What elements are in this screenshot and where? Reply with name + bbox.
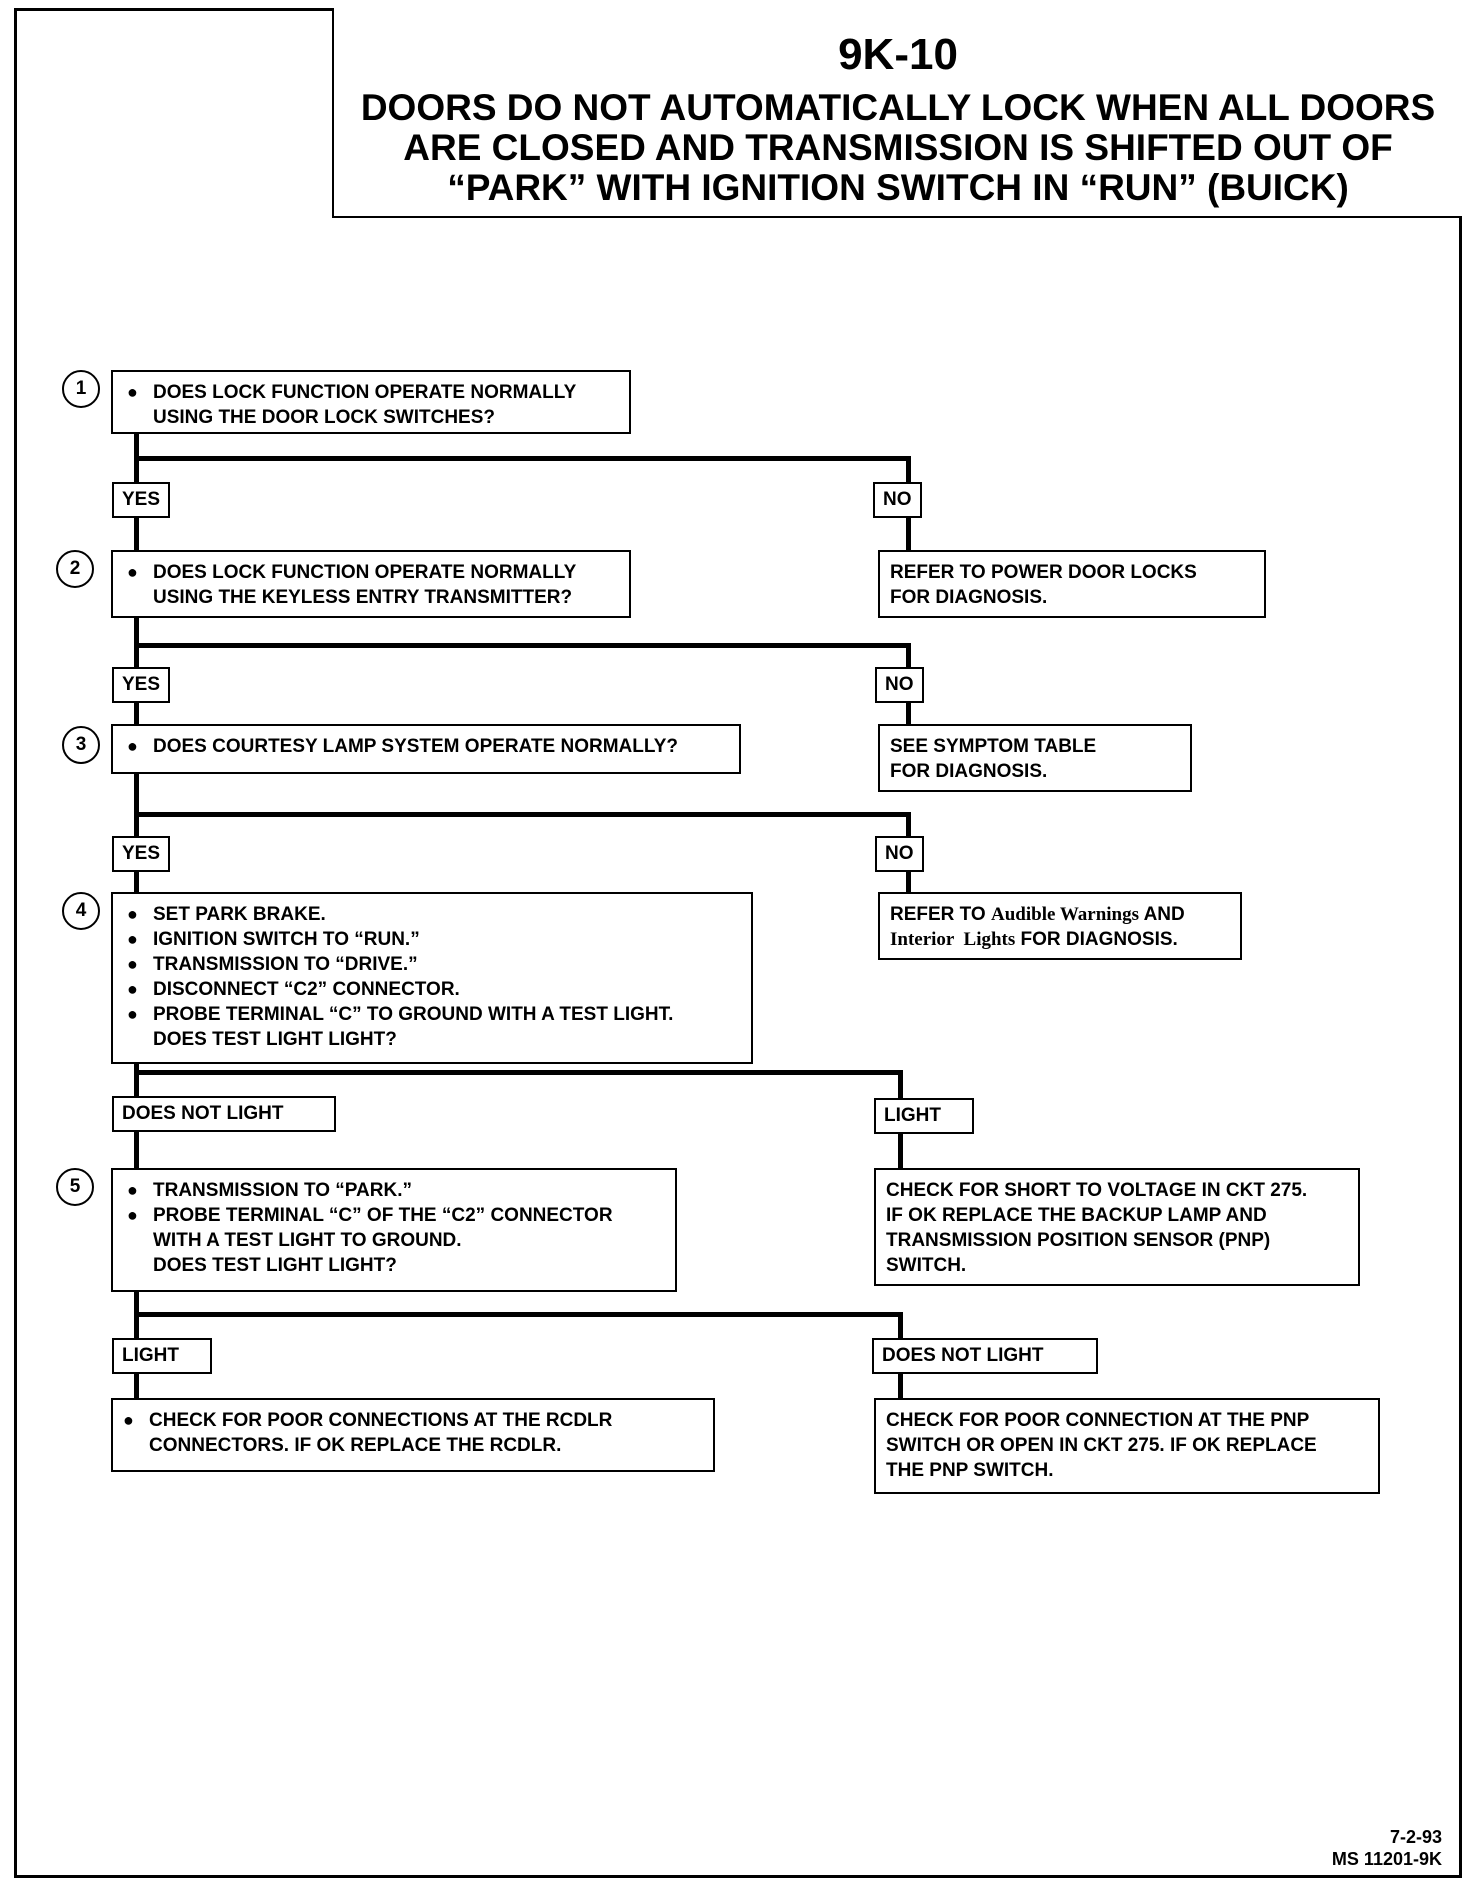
footer-date: 7-2-93: [1389, 1827, 1442, 1847]
step-number-2: 2: [56, 550, 94, 588]
title-box: 9K-10 DOORS DO NOT AUTOMATICALLY LOCK WH…: [332, 8, 1462, 218]
step-3-line-1: DOES COURTESY LAMP SYSTEM OPERATE NORMAL…: [153, 736, 679, 757]
connector-line: [134, 1070, 903, 1075]
step-1-box: ● DOES LOCK FUNCTION OPERATE NORMALLY USI…: [111, 370, 631, 434]
result-4-line-3: TRANSMISSION POSITION SENSOR (PNP): [886, 1230, 1271, 1251]
step-1-line-2: USING THE DOOR LOCK SWITCHES?: [153, 407, 495, 428]
step-5-line-3: WITH A TEST LIGHT TO GROUND.: [153, 1230, 462, 1251]
result-4-line-1: CHECK FOR SHORT TO VOLTAGE IN CKT 275.: [886, 1180, 1308, 1201]
step-4-line-6: DOES TEST LIGHT LIGHT?: [153, 1029, 397, 1050]
step-5-line-1: TRANSMISSION TO “PARK.”: [153, 1180, 412, 1201]
result-6-line-3: THE PNP SWITCH.: [886, 1460, 1054, 1481]
result-power-door-locks: REFER TO POWER DOOR LOCKS FOR DIAGNOSIS.: [878, 550, 1266, 618]
step-number-5: 5: [56, 1168, 94, 1206]
chart-title: DOORS DO NOT AUTOMATICALLY LOCK WHEN ALL…: [360, 87, 1436, 208]
result-symptom-table: SEE SYMPTOM TABLE FOR DIAGNOSIS.: [878, 724, 1192, 792]
result-6-line-1: CHECK FOR POOR CONNECTION AT THE PNP: [886, 1410, 1310, 1431]
bullet-icon: ●: [127, 929, 138, 949]
step-4-line-2: IGNITION SWITCH TO “RUN.”: [153, 929, 420, 950]
step-4-line-4: DISCONNECT “C2” CONNECTOR.: [153, 979, 460, 1000]
result-5-line-2: CONNECTORS. IF OK REPLACE THE RCDLR.: [149, 1435, 562, 1456]
yes-label-3: YES: [112, 836, 171, 872]
step-2-line-2: USING THE KEYLESS ENTRY TRANSMITTER?: [153, 587, 573, 608]
bullet-icon: ●: [127, 736, 138, 756]
yes-label-2: YES: [112, 667, 171, 703]
bullet-icon: ●: [127, 904, 138, 924]
result-3-part-b: Audible Warnings: [991, 904, 1140, 925]
step-3-box: ● DOES COURTESY LAMP SYSTEM OPERATE NORMA…: [111, 724, 741, 774]
step-number-3: 3: [62, 726, 100, 764]
bullet-icon: ●: [127, 1180, 138, 1200]
result-rcdlr-connectors: ● CHECK FOR POOR CONNECTIONS AT THE RCDLR…: [111, 1398, 715, 1472]
bullet-icon: ●: [127, 1004, 138, 1024]
step-4-line-3: TRANSMISSION TO “DRIVE.”: [153, 954, 418, 975]
result-1-line-1: REFER TO POWER DOOR LOCKS: [890, 562, 1197, 583]
result-3-part-d: Interior Lights: [890, 929, 1016, 950]
light-label-2: LIGHT: [112, 1338, 212, 1374]
result-audible-warnings: REFER TO Audible Warnings AND Interior L…: [878, 892, 1242, 960]
does-not-light-label-1: DOES NOT LIGHT: [112, 1096, 336, 1132]
result-5-line-1: CHECK FOR POOR CONNECTIONS AT THE RCDLR: [149, 1410, 613, 1431]
step-4-line-1: SET PARK BRAKE.: [153, 904, 326, 925]
step-4-line-5: PROBE TERMINAL “C” TO GROUND WITH A TEST…: [153, 1004, 674, 1025]
chart-code: 9K-10: [838, 30, 958, 79]
no-label-1: NO: [873, 482, 922, 518]
step-2-box: ● DOES LOCK FUNCTION OPERATE NORMALLY USI…: [111, 550, 631, 618]
result-2-line-1: SEE SYMPTOM TABLE: [890, 736, 1097, 757]
connector-line: [134, 643, 911, 648]
step-5-box: ● TRANSMISSION TO “PARK.” ● PROBE TERMINAL…: [111, 1168, 677, 1292]
connector-line: [134, 772, 139, 892]
result-3-part-a: REFER TO: [890, 904, 991, 925]
step-2-line-1: DOES LOCK FUNCTION OPERATE NORMALLY: [153, 562, 577, 583]
result-3-part-c: AND: [1139, 904, 1185, 925]
connector-line: [134, 812, 911, 817]
footer-doc-number: MS 11201-9K: [1331, 1849, 1442, 1869]
no-label-2: NO: [875, 667, 924, 703]
does-not-light-label-2: DOES NOT LIGHT: [872, 1338, 1098, 1374]
step-number-4: 4: [62, 892, 100, 930]
result-1-line-2: FOR DIAGNOSIS.: [890, 587, 1048, 608]
step-1-line-1: DOES LOCK FUNCTION OPERATE NORMALLY: [153, 382, 577, 403]
result-4-line-2: IF OK REPLACE THE BACKUP LAMP AND: [886, 1205, 1267, 1226]
result-short-to-voltage: CHECK FOR SHORT TO VOLTAGE IN CKT 275. I…: [874, 1168, 1360, 1286]
bullet-icon: ●: [127, 562, 138, 582]
bullet-icon: ●: [123, 1410, 134, 1430]
bullet-icon: ●: [127, 382, 138, 402]
yes-label-1: YES: [112, 482, 171, 518]
result-6-line-2: SWITCH OR OPEN IN CKT 275. IF OK REPLACE: [886, 1435, 1317, 1456]
bullet-icon: ●: [127, 1205, 138, 1225]
no-label-3: NO: [875, 836, 924, 872]
step-number-1: 1: [62, 370, 100, 408]
step-4-box: ● SET PARK BRAKE. ● IGNITION SWITCH TO “RU…: [111, 892, 753, 1064]
footer: 7-2-93 MS 11201-9K: [1332, 1826, 1442, 1870]
light-label-1: LIGHT: [874, 1098, 974, 1134]
bullet-icon: ●: [127, 979, 138, 999]
step-5-line-4: DOES TEST LIGHT LIGHT?: [153, 1255, 397, 1276]
result-4-line-4: SWITCH.: [886, 1255, 967, 1276]
connector-line: [134, 456, 911, 461]
step-5-line-2: PROBE TERMINAL “C” OF THE “C2” CONNECTOR: [153, 1205, 613, 1226]
connector-line: [134, 1312, 903, 1317]
result-pnp-switch: CHECK FOR POOR CONNECTION AT THE PNP SWI…: [874, 1398, 1380, 1494]
result-2-line-2: FOR DIAGNOSIS.: [890, 761, 1048, 782]
bullet-icon: ●: [127, 954, 138, 974]
result-3-part-e: FOR DIAGNOSIS.: [1015, 929, 1178, 950]
